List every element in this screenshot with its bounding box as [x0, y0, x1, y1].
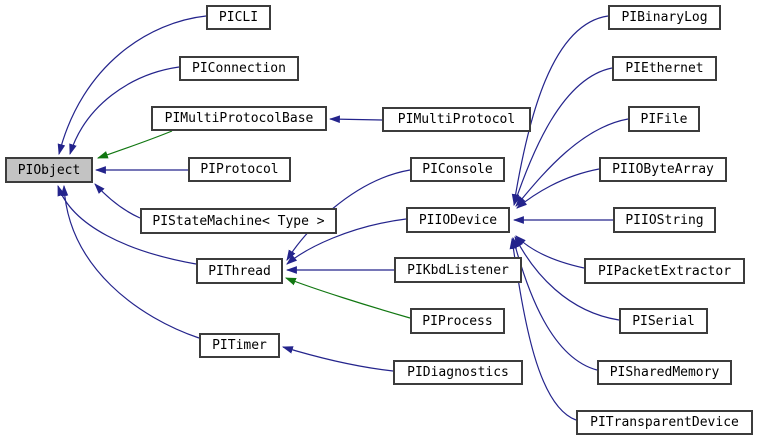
class-node-piiostring[interactable]: PIIOString — [613, 207, 716, 233]
class-node-piconnection[interactable]: PIConnection — [179, 56, 299, 81]
class-node-pikbdlistener[interactable]: PIKbdListener — [394, 257, 522, 283]
edge-piiobytearray-to-piiodevice — [516, 168, 600, 209]
edge-piconnection-to-piobject — [69, 66, 180, 156]
class-node-pitimer[interactable]: PITimer — [199, 333, 280, 358]
class-node-picli[interactable]: PICLI — [206, 5, 271, 30]
class-node-pitransparentdevice[interactable]: PITransparentDevice — [576, 410, 753, 435]
edge-piethernet-to-piiodevice — [513, 67, 613, 207]
class-node-piprotocol[interactable]: PIProtocol — [188, 157, 291, 182]
class-node-pipacketextractor[interactable]: PIPacketExtractor — [584, 258, 745, 284]
class-node-piprocess[interactable]: PIProcess — [410, 308, 505, 334]
class-node-pimultiprotocolbase[interactable]: PIMultiProtocolBase — [151, 106, 327, 131]
class-node-piconsole[interactable]: PIConsole — [410, 157, 505, 182]
edge-piiodevice-to-pithread — [286, 218, 407, 265]
edge-piserial-to-piiodevice — [514, 236, 620, 321]
class-node-pibinarylog[interactable]: PIBinaryLog — [608, 5, 721, 30]
class-node-pidiagnostics[interactable]: PIDiagnostics — [393, 360, 523, 385]
class-node-piiobytearray[interactable]: PIIOByteArray — [599, 157, 727, 182]
class-node-pifile[interactable]: PIFile — [628, 106, 700, 132]
class-node-pithread[interactable]: PIThread — [196, 258, 283, 284]
class-node-pistatemachine[interactable]: PIStateMachine< Type > — [140, 208, 337, 234]
edge-pidiagnostics-to-pitimer — [281, 346, 394, 372]
edge-pifile-to-piiodevice — [515, 118, 629, 207]
edge-picli-to-piobject — [57, 15, 207, 156]
edge-pipacketextractor-to-piiodevice — [515, 235, 585, 269]
edge-pistatemachine-to-piobject — [94, 183, 141, 219]
edge-pibinarylog-to-piiodevice — [511, 15, 609, 206]
edge-piprocess-to-pithread — [284, 277, 411, 319]
class-node-piobject[interactable]: PIObject — [5, 157, 93, 183]
class-node-pimultiprotocol[interactable]: PIMultiProtocol — [382, 107, 531, 132]
class-node-piethernet[interactable]: PIEthernet — [612, 56, 717, 81]
edge-pimultiprotocol-to-pimultiprotocolbase — [328, 115, 383, 124]
class-node-piiodevice[interactable]: PIIODevice — [406, 207, 510, 233]
class-node-pisharedmemory[interactable]: PISharedMemory — [597, 360, 732, 385]
edge-pitimer-to-piobject — [60, 184, 200, 339]
edge-pimultiprotocolbase-to-piobject — [96, 130, 173, 159]
class-node-piserial[interactable]: PISerial — [619, 308, 708, 334]
